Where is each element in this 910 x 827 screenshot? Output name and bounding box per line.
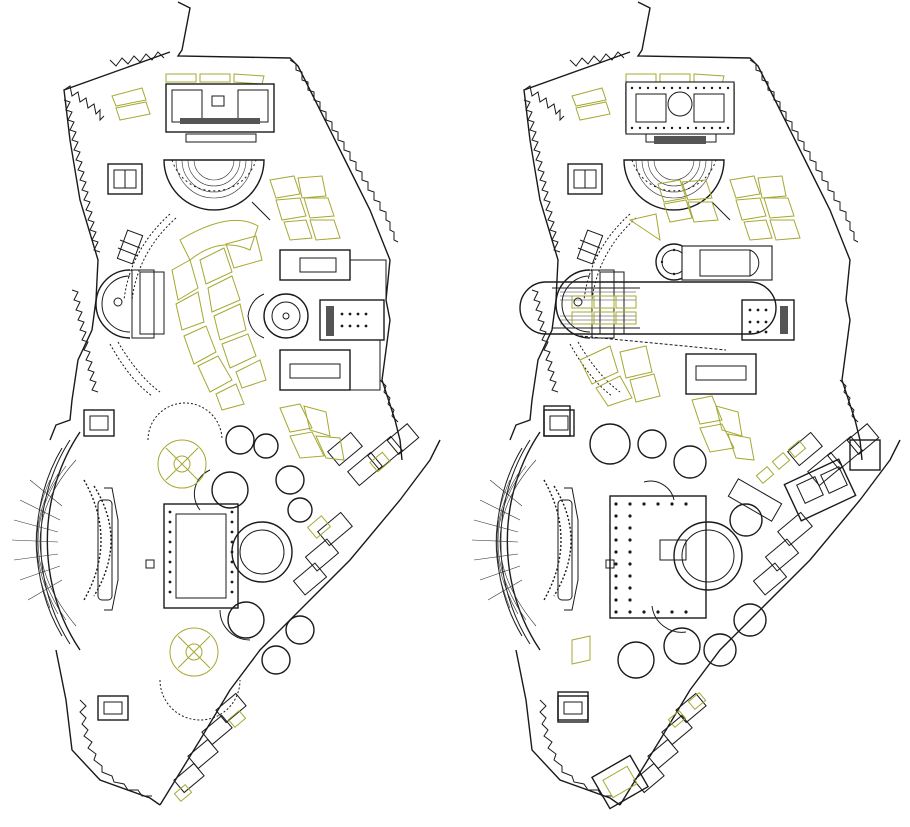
right-site-plan (471, 1, 901, 810)
left-site-plan (11, 1, 441, 806)
